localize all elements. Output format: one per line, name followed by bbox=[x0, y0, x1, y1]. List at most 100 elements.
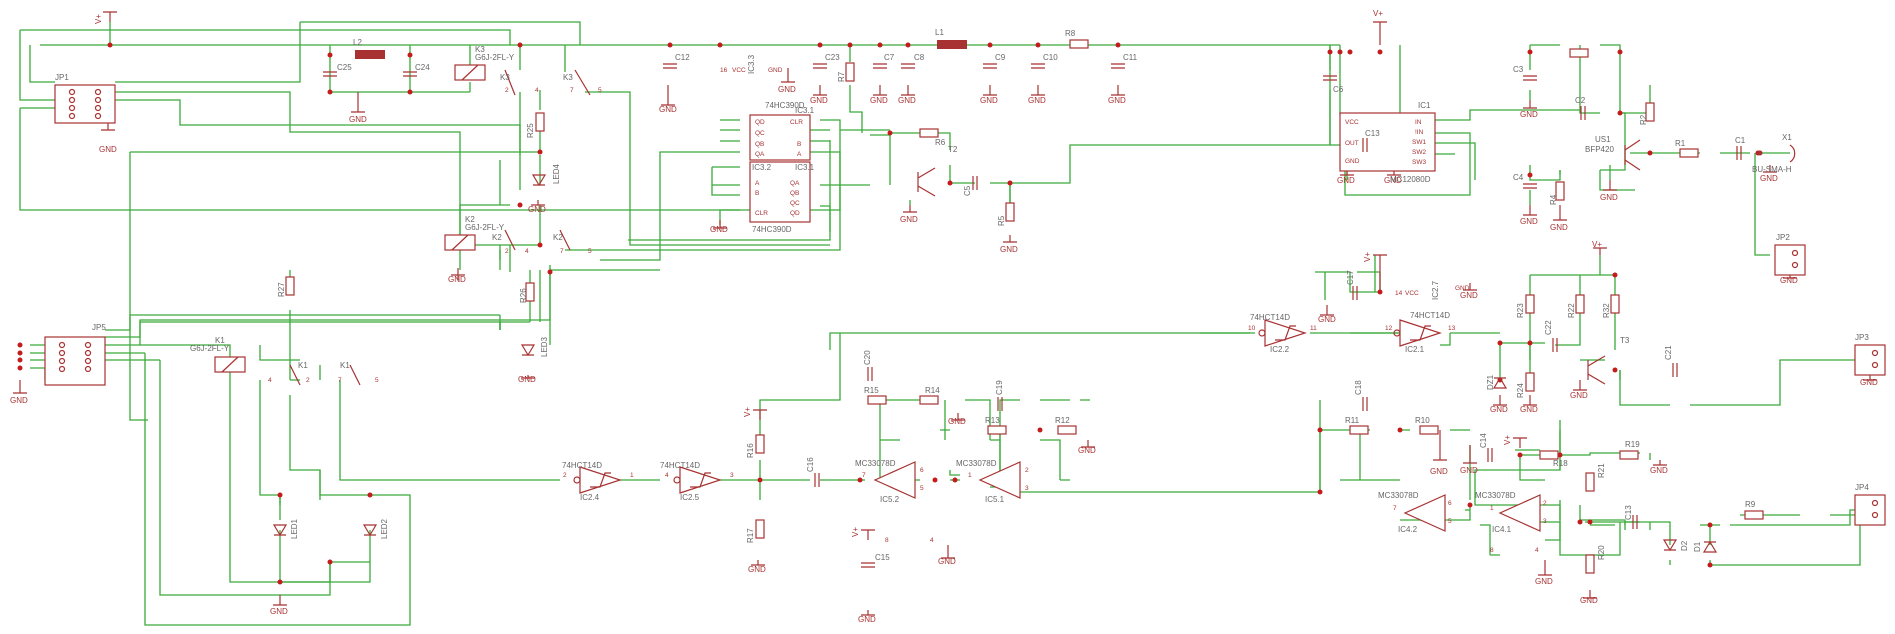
svg-text:C13: C13 bbox=[1365, 129, 1380, 138]
resistors-vertical: R7 R2 R4 R5 R25 R26 R27 R23 R22 R32 R24 … bbox=[277, 62, 1655, 574]
gnd-ic5-pwr: GND bbox=[938, 545, 956, 566]
svg-text:74HCT14D: 74HCT14D bbox=[1410, 311, 1450, 320]
svg-text:6: 6 bbox=[920, 467, 924, 474]
ic1-mc12080d: VCC OUT GND IN !IN SW1 SW2 SW3 IC1 MC120… bbox=[1339, 101, 1436, 184]
svg-text:GND: GND bbox=[980, 96, 998, 105]
svg-text:R14: R14 bbox=[925, 386, 940, 395]
svg-text:GND: GND bbox=[270, 607, 288, 616]
svg-text:C22: C22 bbox=[1544, 320, 1553, 335]
svg-text:R1: R1 bbox=[1675, 139, 1686, 148]
svg-text:MC33078D: MC33078D bbox=[1378, 491, 1419, 500]
svg-text:GND: GND bbox=[858, 615, 876, 624]
svg-text:GND: GND bbox=[659, 105, 677, 114]
svg-text:IC4.2: IC4.2 bbox=[1398, 525, 1418, 534]
svg-text:5: 5 bbox=[375, 377, 379, 384]
capacitor-c3: C3 bbox=[1513, 65, 1537, 81]
capacitor-c21: C21 bbox=[1664, 345, 1678, 377]
svg-text:K1: K1 bbox=[298, 361, 308, 370]
svg-text:SW1: SW1 bbox=[1412, 139, 1426, 146]
svg-text:C21: C21 bbox=[1664, 345, 1673, 360]
vplus-t3: V+ bbox=[1592, 240, 1607, 255]
inductor-l1: L1 bbox=[935, 28, 967, 49]
svg-text:GND: GND bbox=[1535, 577, 1553, 586]
resistor-r21: R21 bbox=[1585, 463, 1606, 492]
gnd-c12: GND bbox=[659, 85, 677, 114]
svg-text:MC12080D: MC12080D bbox=[1390, 175, 1431, 184]
svg-text:IC2.1: IC2.1 bbox=[1405, 345, 1425, 354]
svg-text:CLR: CLR bbox=[755, 210, 768, 217]
vplus-ic1: V+ bbox=[1373, 9, 1387, 45]
svg-text:LED4: LED4 bbox=[552, 163, 561, 184]
svg-text:11: 11 bbox=[1310, 325, 1317, 332]
gnd-c14: GND bbox=[1460, 445, 1478, 475]
svg-text:V+: V+ bbox=[1363, 252, 1372, 262]
opamp-ic5-1: MC33078D IC5.1 bbox=[956, 459, 1021, 504]
svg-text:IC2.5: IC2.5 bbox=[680, 493, 700, 502]
svg-text:MC33078D: MC33078D bbox=[1475, 491, 1516, 500]
svg-text:R32: R32 bbox=[1602, 303, 1611, 318]
gnd-c17: GND bbox=[1318, 305, 1336, 324]
svg-text:L2: L2 bbox=[353, 38, 362, 47]
gnd-r10: GND bbox=[1430, 430, 1448, 476]
vplus-r16: V+ bbox=[743, 407, 767, 420]
svg-text:C17: C17 bbox=[1346, 270, 1355, 285]
svg-text:R17: R17 bbox=[746, 528, 755, 543]
svg-text:C3: C3 bbox=[1513, 65, 1524, 74]
capacitor-c11: C11 bbox=[1111, 53, 1138, 69]
inverter-ic2-2: 74HCT14D IC2.2 bbox=[1250, 313, 1307, 354]
capacitor-c19: C19 bbox=[995, 380, 1004, 411]
resistor-r1: R1 bbox=[1675, 139, 1699, 158]
gnd-c9: GND bbox=[980, 85, 998, 105]
svg-text:G6J-2FL-Y: G6J-2FL-Y bbox=[475, 53, 515, 62]
svg-text:1: 1 bbox=[968, 472, 972, 479]
gnd-r20: GND bbox=[1580, 590, 1598, 605]
svg-text:R2: R2 bbox=[1639, 114, 1648, 125]
svg-text:C8: C8 bbox=[914, 53, 925, 62]
svg-text:C18: C18 bbox=[1354, 380, 1363, 395]
resistor-r6: R6 bbox=[919, 128, 946, 147]
svg-text:JP1: JP1 bbox=[55, 73, 69, 82]
svg-text:IC1: IC1 bbox=[1418, 101, 1431, 110]
gnd-c23: GND bbox=[810, 85, 828, 105]
inverter-ic2-4: 74HCT14D IC2.4 bbox=[562, 461, 622, 502]
gnd-jp5: GND bbox=[10, 380, 28, 405]
svg-text:K2: K2 bbox=[553, 233, 563, 242]
svg-text:R27: R27 bbox=[277, 282, 286, 297]
svg-text:C4: C4 bbox=[1513, 173, 1524, 182]
svg-text:5: 5 bbox=[920, 485, 924, 492]
svg-text:3: 3 bbox=[1025, 485, 1029, 492]
svg-text:GND: GND bbox=[1460, 466, 1478, 475]
svg-text:JP4: JP4 bbox=[1855, 483, 1869, 492]
svg-text:K3: K3 bbox=[475, 45, 485, 54]
svg-text:GND: GND bbox=[1570, 391, 1588, 400]
svg-text:C10: C10 bbox=[1043, 53, 1058, 62]
svg-text:GND: GND bbox=[710, 225, 728, 234]
svg-text:IC2.7: IC2.7 bbox=[1431, 280, 1440, 300]
resistor-r32: R32 bbox=[1602, 294, 1620, 318]
svg-text:GND: GND bbox=[870, 96, 888, 105]
resistor-r19: R19 bbox=[1619, 440, 1640, 460]
capacitor-c13: C13 bbox=[1362, 129, 1380, 152]
svg-text:3: 3 bbox=[730, 472, 734, 479]
svg-text:B: B bbox=[797, 141, 801, 148]
gnd-ic3-2: GND bbox=[710, 220, 728, 234]
resistor-r13: R13 bbox=[985, 416, 1007, 435]
svg-text:IN: IN bbox=[1415, 119, 1422, 126]
capacitor-c17: C17 bbox=[1346, 270, 1358, 300]
resistor-r2: R2 bbox=[1639, 102, 1655, 125]
svg-text:C7: C7 bbox=[884, 53, 895, 62]
transistor-t2: T2 bbox=[917, 145, 958, 197]
svg-text:7: 7 bbox=[338, 377, 342, 384]
svg-text:GND: GND bbox=[1455, 285, 1470, 292]
svg-text:GND: GND bbox=[1600, 193, 1618, 202]
vplus-symbols: V+ V+ V+ V+ V+ V+ V+ bbox=[94, 9, 1607, 540]
svg-text:8: 8 bbox=[1490, 547, 1494, 554]
svg-text:GND: GND bbox=[349, 115, 367, 124]
svg-text:C5: C5 bbox=[963, 185, 972, 196]
diode-d2: D2 bbox=[1662, 539, 1689, 552]
svg-text:GND: GND bbox=[1520, 217, 1538, 226]
svg-text:K2: K2 bbox=[465, 215, 475, 224]
svg-text:V+: V+ bbox=[1373, 9, 1383, 18]
